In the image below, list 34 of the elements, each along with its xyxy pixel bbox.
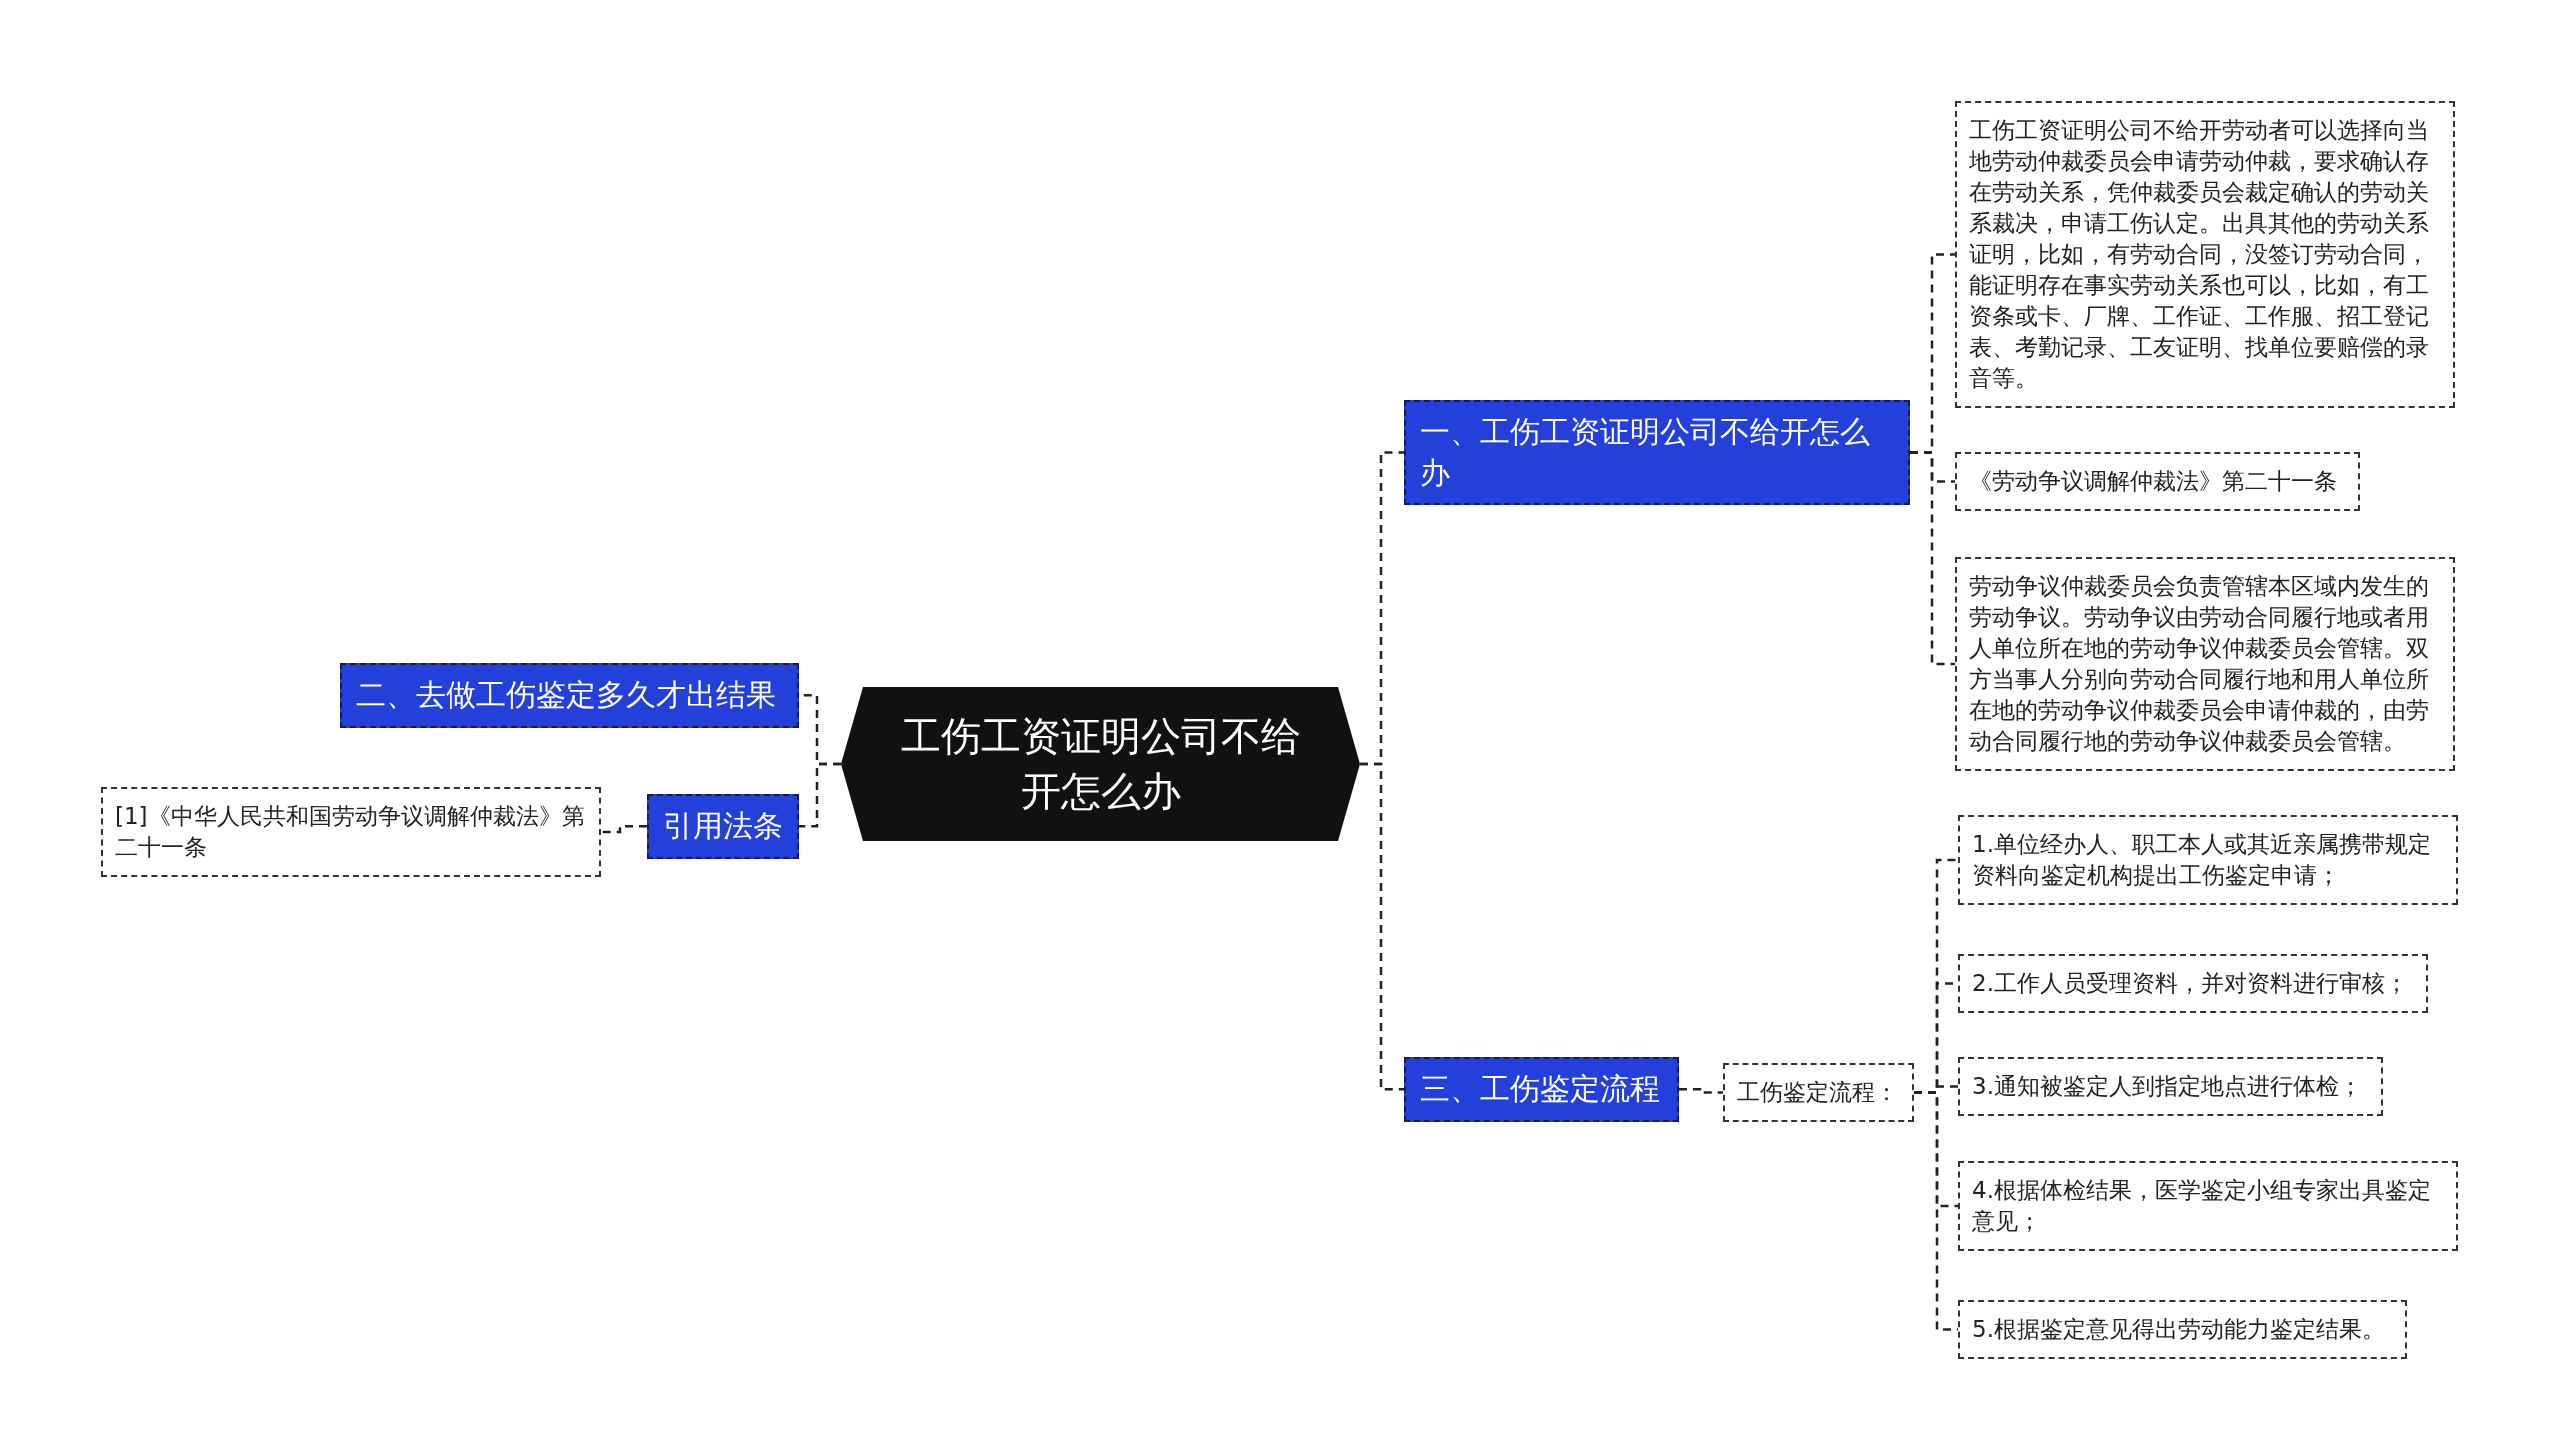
topic-box — [1404, 400, 1910, 505]
topic-box — [340, 663, 799, 728]
topic-text: 三、工伤鉴定流程 — [1420, 1070, 1661, 1108]
topic-text: 一、工伤工资证明公司不给开怎么办 — [1420, 413, 1871, 492]
connector-line — [1360, 762, 1404, 1091]
note-box — [1958, 1300, 2407, 1359]
topic-box — [647, 794, 799, 859]
topic-text: 劳动争议仲裁委员会负责管辖本区域内发生的劳动争议。劳动争议由劳动合同履行地或者用人单位所在地的劳动争议仲裁委员会管辖。双方当事人分别向劳动合同履行地和用人单位所在地的劳动争议仲裁委员会申请仲裁的，由劳动合同履行地的劳动争议仲裁委员会管辖。 — [1969, 572, 2430, 756]
topic-text: 工伤工资证明公司不给开劳动者可以选择向当地劳动仲裁委员会申请劳动仲裁，要求确认存在劳动关系，凭仲裁委员会裁定确认的劳动关系裁决，申请工伤认定。出具其他的劳动关系证明，比如，有劳动合同，没签订劳动合同，能证明存在事实劳动关系也可以，比如，有工资条或卡、厂牌、工作证、工作服、招工登记表、考勤记录、工友证明、找单位要赔偿的录音等。 — [1969, 116, 2430, 393]
connector-line — [1679, 1088, 1723, 1094]
note-box — [1958, 1057, 2383, 1116]
note-box — [1958, 1161, 2458, 1251]
connector-line — [601, 825, 647, 834]
topic-text: 1.单位经办人、职工本人或其近亲属携带规定资料向鉴定机构提出工伤鉴定申请； — [1972, 830, 2432, 890]
topic-text: 4.根据体检结果，医学鉴定小组专家出具鉴定意见； — [1972, 1176, 2432, 1236]
note-box — [1958, 815, 2458, 905]
topic-text: [1]《中华人民共和国劳动争议调解仲裁法》第二十一条 — [115, 802, 586, 862]
topic-text: 二、去做工伤鉴定多久才出结果 — [356, 676, 777, 714]
topic-text: 《劳动争议调解仲裁法》第二十一条 — [1969, 467, 2338, 496]
topic-text: 5.根据鉴定意见得出劳动能力鉴定结果。 — [1972, 1315, 2386, 1344]
note-box — [1958, 954, 2428, 1013]
topic-text: 3.通知被鉴定人到指定地点进行体检； — [1972, 1072, 2363, 1101]
topic-box — [1404, 1057, 1679, 1122]
note-box — [1723, 1063, 1914, 1122]
connector-line — [799, 762, 841, 828]
topic-text: 2.工作人员受理资料，并对资料进行审核； — [1972, 969, 2409, 998]
note-box — [1955, 557, 2455, 771]
note-box — [101, 787, 601, 877]
topic-text: 引用法条 — [663, 807, 783, 845]
note-box — [1955, 452, 2360, 511]
connector-line — [1910, 451, 1955, 666]
topic-text: 工伤鉴定流程： — [1737, 1078, 1899, 1107]
note-box — [1955, 101, 2455, 408]
topic-title: 工伤工资证明公司不给开怎么办 — [899, 712, 1302, 816]
